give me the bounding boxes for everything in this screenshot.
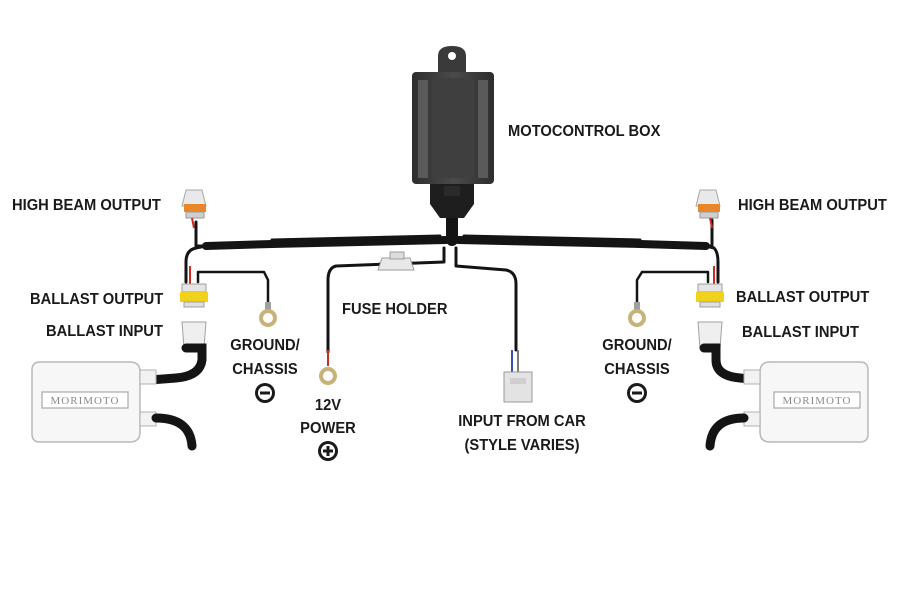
high-beam-output-right-label: HIGH BEAM OUTPUT: [738, 197, 887, 214]
fuse-holder-label: FUSE HOLDER: [342, 301, 448, 318]
high-beam-output-left-label: HIGH BEAM OUTPUT: [12, 197, 161, 214]
fuse-holder: [377, 251, 415, 271]
motocontrol-box: [412, 46, 494, 218]
ballast-input-right-label: BALLAST INPUT: [742, 324, 859, 341]
ground-chassis-left-label-line1: GROUND/: [230, 337, 300, 354]
box-boot: [430, 184, 474, 218]
plus-circle-icon: [318, 441, 338, 461]
power-12v-label-line1: 12V: [314, 397, 342, 414]
right-high-beam-connector: [695, 189, 721, 229]
power-12v-label-line2: POWER: [300, 420, 356, 437]
right-main-wire-upper: [462, 234, 642, 242]
right-ballast-drop: [704, 244, 720, 284]
harness-wires: [184, 209, 720, 354]
left-ballast-output-connector: [180, 266, 208, 308]
power-ring-terminal: [319, 350, 337, 385]
left-ballast-input-connector: [145, 321, 207, 385]
motocontrol-box-label: MOTOCONTROL BOX: [508, 123, 661, 140]
ground-chassis-right-label-line2: CHASSIS: [604, 361, 670, 378]
left-ground-ring-terminal: [259, 302, 277, 327]
power-wire: [326, 246, 446, 354]
left-main-wire: [202, 236, 450, 250]
ground-chassis-right-label-line1: GROUND/: [602, 337, 672, 354]
ballast-output-right-label: BALLAST OUTPUT: [736, 289, 870, 306]
left-ballast-brand: MORIMOTO: [51, 395, 120, 407]
minus-circle-icon: [255, 383, 275, 403]
minus-circle-icon: [627, 383, 647, 403]
left-high-beam-connector: [181, 189, 207, 229]
right-ballast-brand: MORIMOTO: [783, 395, 852, 407]
input-wire: [454, 246, 518, 352]
right-ballast-output-connector: [696, 266, 724, 308]
ballast-input-left-label: BALLAST INPUT: [46, 323, 163, 340]
mounting-hole: [448, 52, 456, 60]
mounting-tab: [438, 46, 466, 76]
input-from-car-label-line1: INPUT FROM CAR: [458, 413, 586, 430]
left-ballast: MORIMOTO: [31, 361, 197, 451]
input-from-car-label-line2: (STYLE VARIES): [464, 437, 580, 454]
left-ground-wire: [196, 270, 270, 312]
input-from-car-connector: [503, 350, 533, 403]
right-ballast: MORIMOTO: [705, 361, 869, 451]
right-ballast-input-connector: [697, 321, 765, 385]
ground-chassis-left-label-line2: CHASSIS: [232, 361, 298, 378]
ballast-output-left-label: BALLAST OUTPUT: [30, 291, 164, 308]
right-main-wire: [454, 236, 710, 250]
left-main-wire-upper: [270, 234, 442, 242]
right-ground-ring-terminal: [628, 302, 646, 327]
right-ground-wire: [635, 270, 710, 312]
left-ballast-drop: [184, 244, 208, 284]
